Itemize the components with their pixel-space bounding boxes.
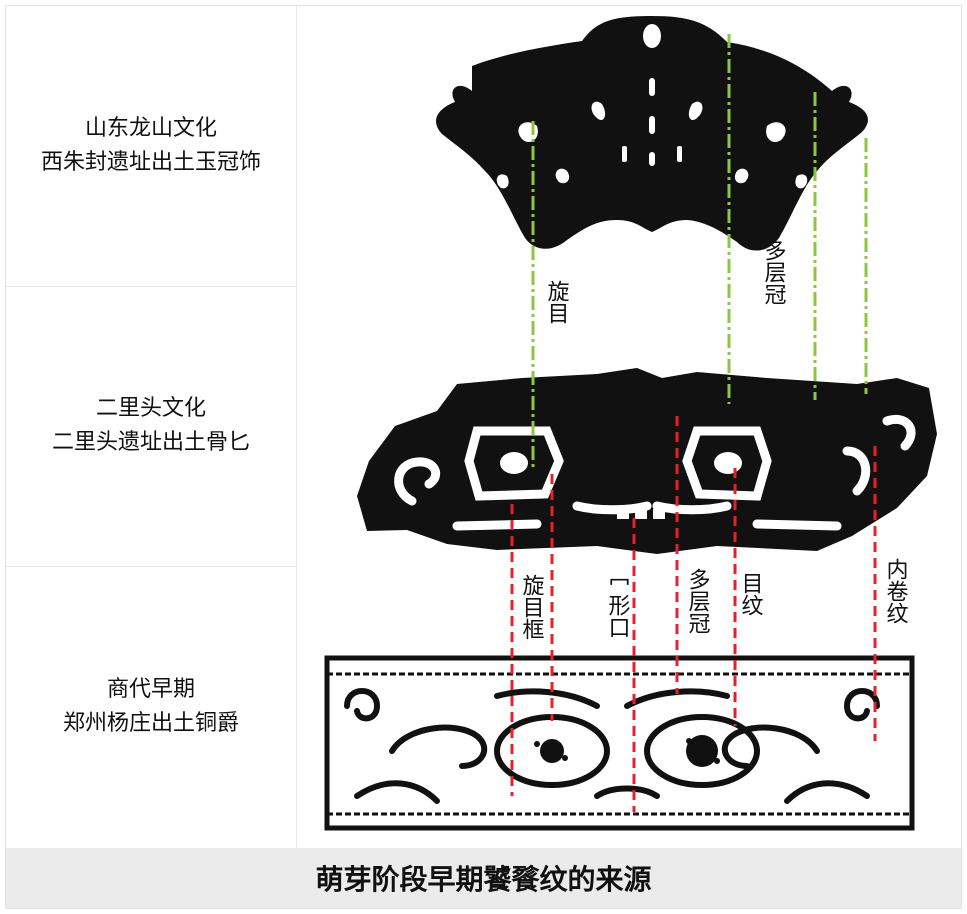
- label-eye-pattern: 目纹: [738, 572, 764, 616]
- culture-name: 商代早期: [106, 677, 195, 702]
- artifact-name: 二里头遗址出土骨匕: [51, 430, 250, 455]
- culture-name: 山东龙山文化: [84, 116, 217, 141]
- label-inward-curl-pattern: 内卷纹: [883, 558, 909, 624]
- row-longshan-label: 山东龙山文化 西朱封遗址出土玉冠饰: [6, 6, 296, 287]
- bronze-jue-rubbing: [324, 655, 915, 831]
- row-erlitou-label: 二里头文化 二里头遗址出土骨匕: [6, 286, 296, 567]
- culture-name: 二里头文化: [95, 396, 206, 421]
- label-spiral-eye-frame: 旋目框: [519, 574, 545, 640]
- row-early-shang-label: 商代早期 郑州杨庄出土铜爵: [6, 566, 296, 848]
- green-correspondence-lines: [531, 34, 868, 468]
- jade-crown-ornament: [436, 16, 868, 251]
- label-multilayer-crown-2: 多层冠: [685, 568, 711, 634]
- artifact-name: 郑州杨庄出土铜爵: [62, 711, 239, 736]
- period-label-column: 山东龙山文化 西朱封遗址出土玉冠饰 二里头文化 二里头遗址出土骨匕 商代早期 郑…: [6, 6, 297, 848]
- label-multilayer-crown: 多层冠: [761, 239, 787, 305]
- bone-spoon-fragment: [357, 368, 937, 554]
- artifact-illustration-panel: 旋目 多层冠 旋目框 冖形口 多层冠 目纹 内卷纹: [324, 16, 937, 831]
- artifact-name: 西朱封遗址出土玉冠饰: [40, 150, 261, 175]
- label-spiral-eye: 旋目: [544, 280, 570, 324]
- label-mi-shaped-mouth: 冖形口: [605, 572, 631, 638]
- figure-frame: [5, 5, 962, 909]
- figure-caption: 萌芽阶段早期饕餮纹的来源: [6, 848, 961, 908]
- red-correspondence-lines: [510, 416, 877, 812]
